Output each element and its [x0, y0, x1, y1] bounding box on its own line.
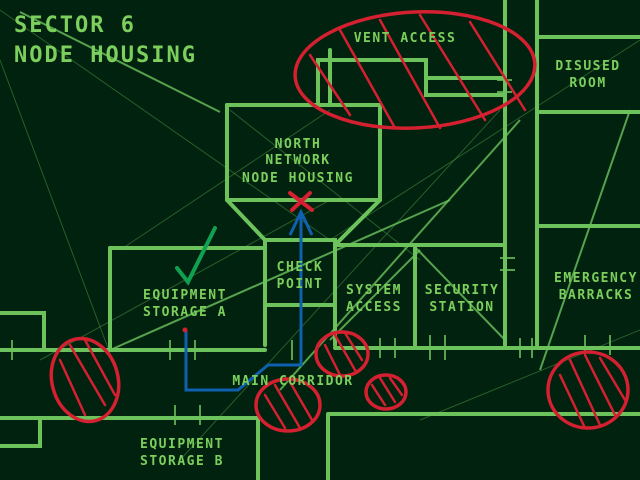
- room-label-system-access: SYSTEM: [346, 283, 402, 298]
- room-label-system-access: ACCESS: [346, 300, 402, 315]
- room-label-disused: ROOM: [569, 76, 606, 91]
- room-label-equipment-a: STORAGE A: [143, 305, 227, 320]
- x-mark-icon: [288, 191, 314, 212]
- room-label-equipment-b: STORAGE B: [140, 454, 224, 469]
- hatched-circle-icon: [364, 373, 408, 411]
- hatched-circle-icon: [254, 377, 322, 433]
- checkmark-icon: [175, 226, 217, 286]
- hazard-zones: [49, 9, 630, 433]
- arrow-route-icon: [182, 208, 314, 392]
- room-label-north-node: NETWORK: [265, 153, 330, 168]
- hatched-circle-icon: [293, 9, 537, 131]
- room-label-checkpoint: POINT: [277, 277, 324, 292]
- sector-subtitle: NODE HOUSING: [14, 43, 197, 68]
- door-ticks: [11, 79, 611, 425]
- room-label-equipment-b: EQUIPMENT: [140, 437, 224, 452]
- room-label-disused: DISUSED: [555, 59, 620, 74]
- room-label-north-node: NORTH: [275, 137, 322, 152]
- room-label-main-corridor: MAIN CORRIDOR: [232, 374, 353, 389]
- room-label-checkpoint: CHECK: [277, 260, 324, 275]
- sector-title: SECTOR 6: [14, 13, 136, 38]
- room-label-emergency-barracks: BARRACKS: [559, 288, 634, 303]
- room-label-north-node: NODE HOUSING: [242, 171, 354, 186]
- hatched-circle-icon: [49, 336, 121, 424]
- room-label-security-station: SECURITY: [425, 283, 500, 298]
- hatched-circle-icon: [546, 350, 630, 430]
- room-label-emergency-barracks: EMERGENCY: [554, 271, 638, 286]
- room-label-equipment-a: EQUIPMENT: [143, 288, 227, 303]
- hatched-circle-icon: [314, 330, 370, 378]
- room-label-security-station: STATION: [429, 300, 494, 315]
- room-label-vent-access: VENT ACCESS: [354, 31, 457, 46]
